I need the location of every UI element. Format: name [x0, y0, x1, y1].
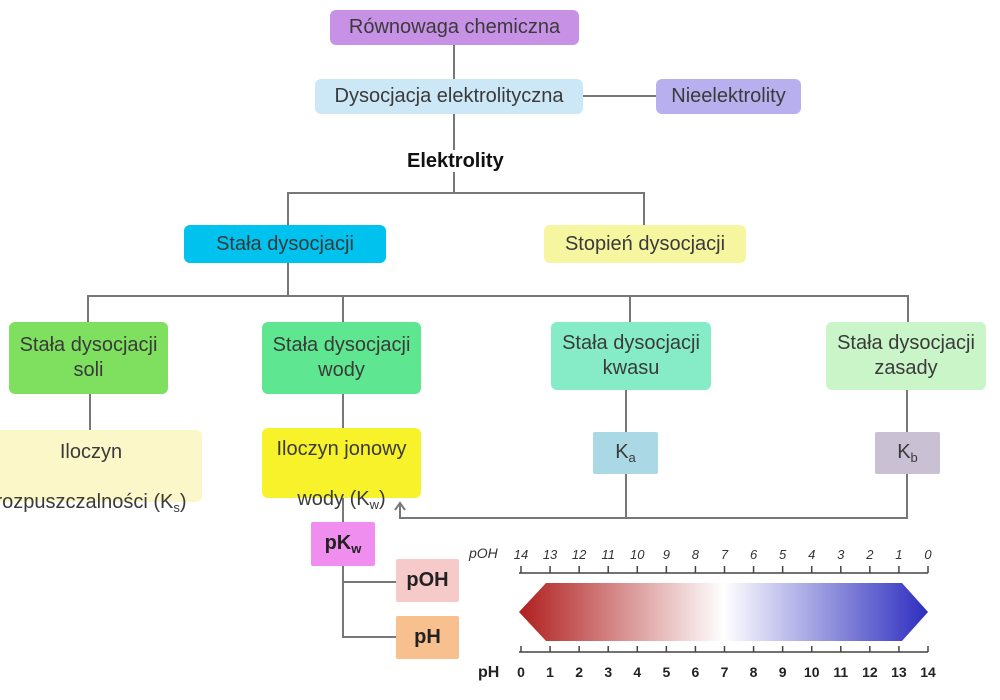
ph-tick-label: 9 [779, 664, 787, 680]
ph-tick-label: 6 [692, 664, 700, 680]
poh-tick-label: 11 [601, 547, 615, 562]
node-label: Elektrolity [407, 150, 504, 172]
node-label: Stała dysocjacji [216, 232, 354, 255]
node-elektrolity: Elektrolity [407, 150, 504, 173]
node-label-line2: wody (K [297, 488, 370, 511]
poh-tick-label: 13 [543, 547, 558, 562]
node-label-line2: rozpuszczalności (K [0, 491, 174, 514]
poh-tick-label: 8 [692, 547, 700, 562]
node-rownowaga-chemiczna: Równowaga chemiczna [330, 10, 579, 45]
node-iloczyn-rozpuszczalnosci: Iloczyn rozpuszczalności (Ks) [0, 430, 202, 515]
node-dysocjacja-elektrolityczna: Dysocjacja elektrolityczna [315, 79, 583, 114]
node-stala-kwasu: Stała dysocjacji kwasu [551, 322, 711, 390]
ph-tick-label: 13 [891, 664, 907, 680]
node-label-line1: Iloczyn [59, 441, 123, 464]
poh-tick-label: 9 [663, 547, 670, 562]
node-label: K [897, 440, 911, 463]
subscript: w [351, 540, 362, 556]
node-label: K [615, 440, 629, 463]
node-label: Nieelektrolity [671, 85, 786, 107]
node-label-line1: Iloczyn jonowy [276, 438, 407, 461]
subscript: w [369, 497, 379, 513]
poh-tick-label: 7 [721, 547, 729, 562]
ph-tick-label: 2 [575, 664, 583, 680]
ph-tick-label: 14 [920, 664, 936, 680]
node-stala-zasady: Stała dysocjacji zasady [826, 322, 986, 390]
ph-tick-label: 0 [517, 664, 525, 680]
node-nieelektrolity: Nieelektrolity [656, 79, 801, 114]
poh-tick-label: 6 [750, 547, 758, 562]
node-label: Stała dysocjacji zasady [837, 332, 975, 379]
node-poh: pOH [396, 559, 459, 602]
ph-tick-label: 5 [662, 664, 670, 680]
poh-tick-label: 14 [514, 547, 528, 562]
node-label: Stała dysocjacji wody [272, 334, 411, 381]
poh-tick-label: 1 [895, 547, 902, 562]
node-label: Równowaga chemiczna [348, 16, 561, 38]
node-pkw: pKw [311, 522, 375, 566]
node-kb: Kb [875, 432, 940, 474]
node-label: pK [324, 531, 352, 554]
ph-tick-label: 8 [750, 664, 758, 680]
poh-tick-label: 5 [779, 547, 787, 562]
node-ka: Ka [593, 432, 658, 474]
paren-close: ) [378, 488, 386, 511]
poh-tick-label: 0 [924, 547, 932, 562]
poh-tick-label: 2 [865, 547, 874, 562]
ph-tick-label: 11 [833, 664, 848, 680]
poh-tick-label: 12 [572, 547, 587, 562]
subscript: s [173, 500, 180, 516]
ph-gradient-bar [519, 583, 928, 641]
node-stopien-dysocjacji: Stopień dysocjacji [544, 225, 746, 263]
node-label: Dysocjacja elektrolityczna [334, 85, 564, 107]
ph-tick-label: 10 [804, 664, 820, 680]
node-label: Stała dysocjacji kwasu [562, 332, 700, 379]
poh-tick-label: 4 [808, 547, 815, 562]
poh-axis-label: pOH [468, 545, 499, 561]
ph-tick-label: 7 [721, 664, 729, 680]
node-label: pOH [406, 569, 449, 591]
ph-axis-label: pH [478, 664, 499, 681]
node-iloczyn-jonowy-wody: Iloczyn jonowy wody (Kw) [262, 428, 421, 512]
ph-tick-label: 4 [633, 664, 641, 680]
paren-close: ) [179, 491, 187, 514]
node-label: Stała dysocjacji soli [19, 334, 158, 381]
ph-tick-label: 3 [604, 664, 612, 680]
node-ph: pH [396, 616, 459, 659]
poh-tick-label: 10 [630, 547, 645, 562]
ph-tick-label: 12 [862, 664, 878, 680]
ph-tick-label: 1 [546, 664, 554, 680]
poh-tick-label: 3 [837, 547, 845, 562]
subscript: a [628, 449, 636, 465]
node-stala-soli: Stała dysocjacji soli [9, 322, 168, 394]
node-stala-dysocjacji: Stała dysocjacji [184, 225, 386, 263]
node-stala-wody: Stała dysocjacji wody [262, 322, 421, 394]
subscript: b [910, 449, 918, 465]
node-label: pH [414, 626, 441, 648]
node-label: Stopień dysocjacji [564, 232, 726, 255]
